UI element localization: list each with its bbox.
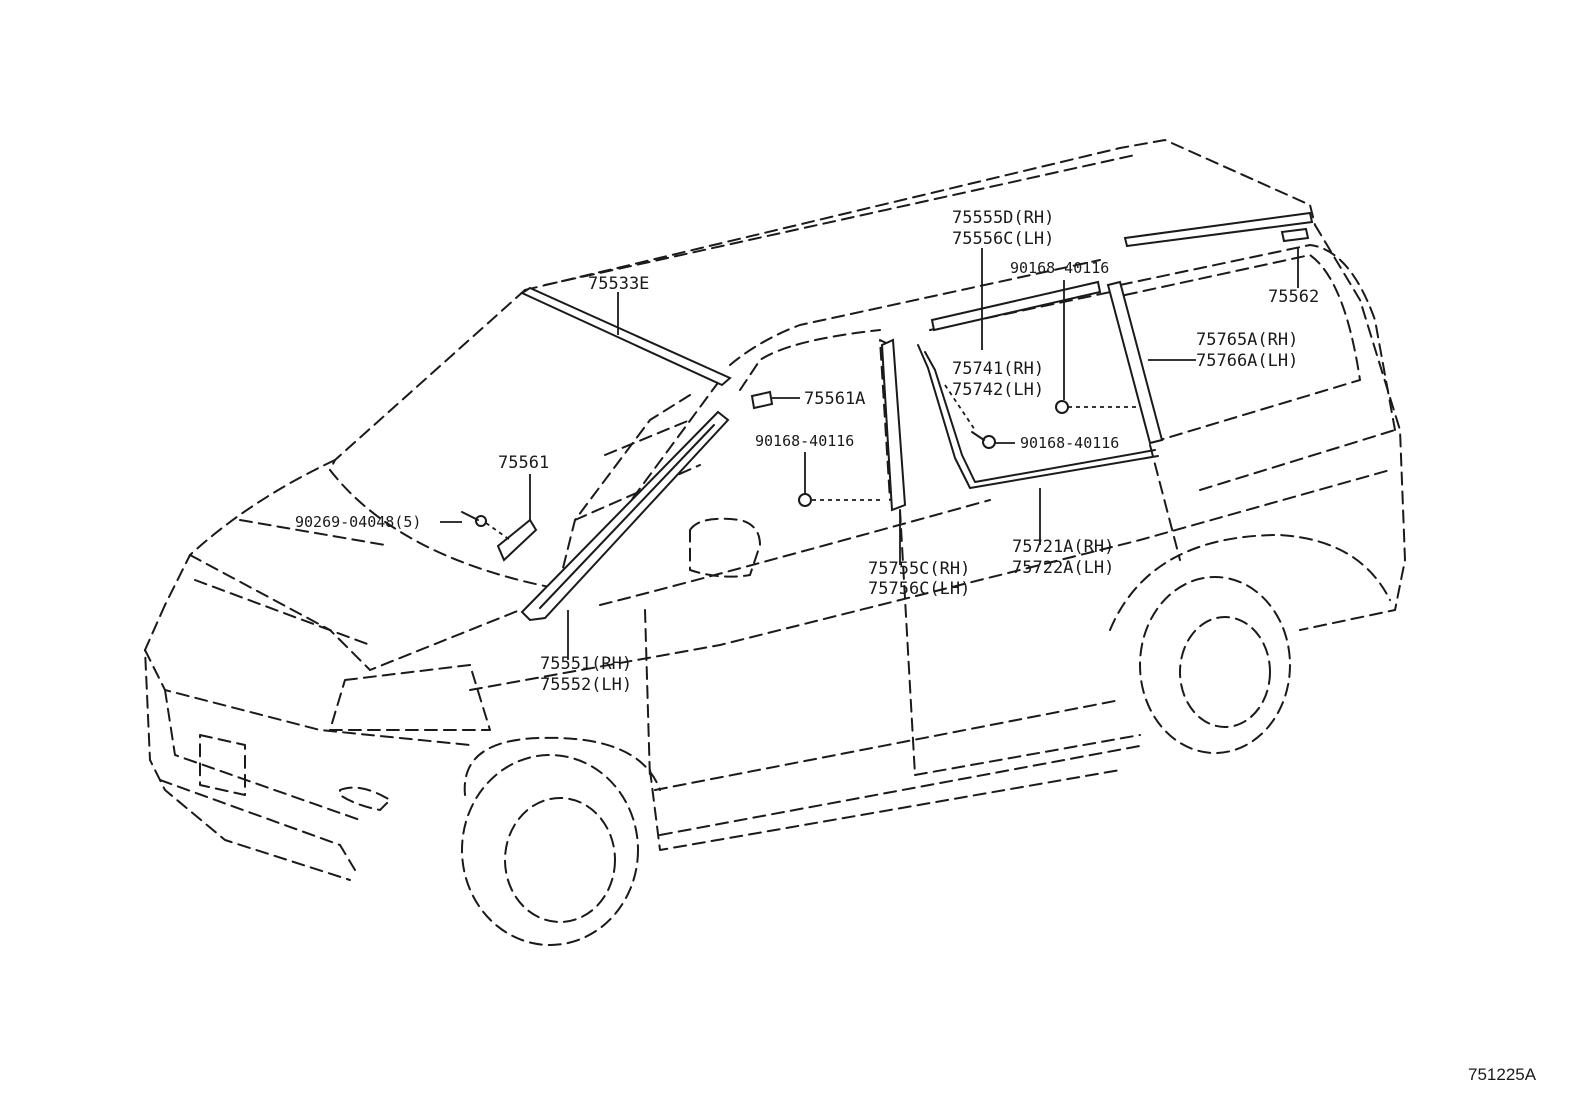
parts — [461, 211, 1314, 622]
callout-75756c: 75756C(LH) — [868, 579, 970, 599]
callout-75561: 75561 — [498, 453, 549, 473]
callout-75722a: 75722A(LH) — [1012, 558, 1114, 578]
quarter-pillar-garnish — [1106, 280, 1164, 445]
clip-75562 — [1280, 227, 1310, 243]
callout-75556c: 75556C(LH) — [952, 229, 1054, 249]
callout-75561a: 75561A — [804, 389, 865, 409]
callout-75551: 75551(RH) — [540, 654, 632, 674]
screw-90168-c — [982, 435, 996, 449]
roof-side-moulding — [930, 280, 1102, 332]
callout-90168-right: 90168-40116 — [1020, 434, 1119, 452]
callout-75721a: 75721A(RH) — [1012, 537, 1114, 557]
figure-id: 751225A — [1468, 1065, 1537, 1084]
callout-75765a: 75765A(RH) — [1196, 330, 1298, 350]
callout-labels: 75533E 75555D(RH) 75556C(LH) 75562 75741… — [295, 208, 1319, 695]
screw-90269 — [475, 515, 487, 527]
rear-roof-moulding — [1123, 211, 1314, 248]
callout-90168-upper: 90168-40116 — [1010, 259, 1109, 277]
clip-75561a — [750, 390, 774, 410]
roof-drip-moulding — [519, 286, 732, 387]
screw-90168-a — [1055, 400, 1069, 414]
callout-75555d: 75555D(RH) — [952, 208, 1054, 228]
callout-75741: 75741(RH) — [952, 359, 1044, 379]
callout-75755c: 75755C(RH) — [868, 559, 970, 579]
screw-90168-b — [798, 493, 812, 507]
callout-75533e: 75533E — [588, 274, 649, 294]
callout-90269: 90269-04048(5) — [295, 513, 421, 531]
callout-75562: 75562 — [1268, 287, 1319, 307]
vehicle-outline — [144, 139, 1406, 946]
callout-90168-middle: 90168-40116 — [755, 432, 854, 450]
leader-lines — [440, 248, 1299, 660]
center-pillar-garnish — [880, 338, 907, 512]
emblem-75561 — [496, 518, 538, 562]
callout-75552: 75552(LH) — [540, 675, 632, 695]
callout-75742: 75742(LH) — [952, 380, 1044, 400]
callout-75766a: 75766A(LH) — [1196, 351, 1298, 371]
